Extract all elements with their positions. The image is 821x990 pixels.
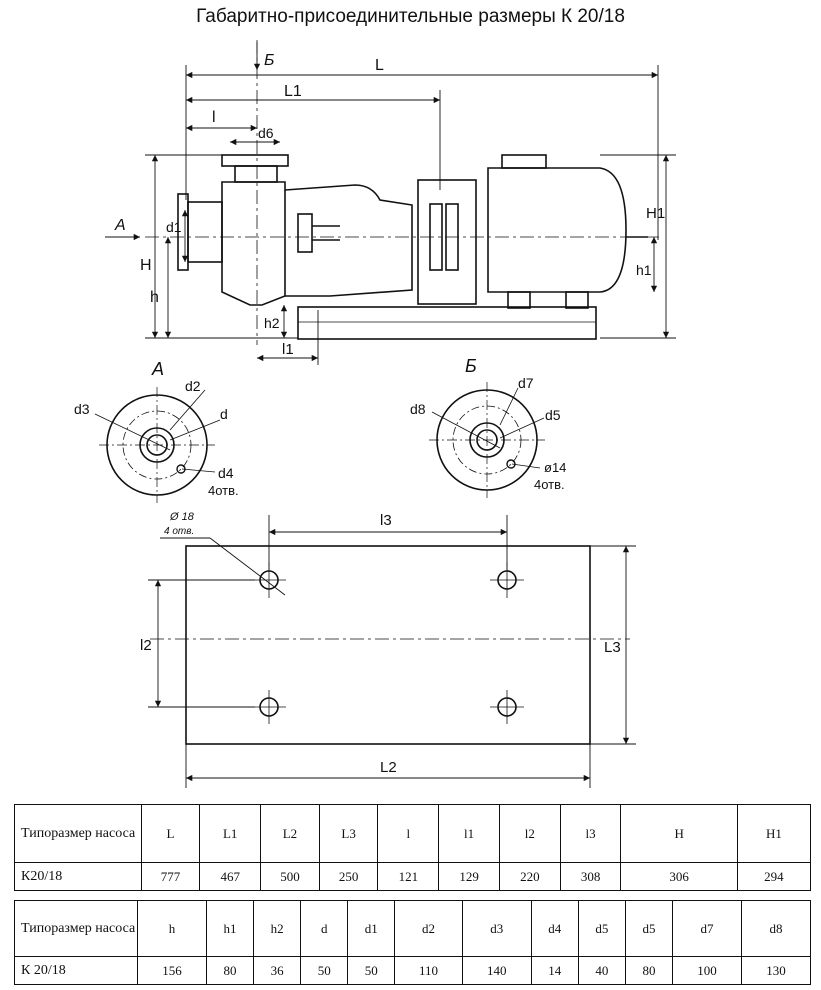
t1-cell: 129: [438, 862, 500, 891]
t2-col: h1: [205, 900, 255, 957]
dimensions-table-2: Типоразмер насоса h h1 h2 d d1 d2 d3 d4 …: [14, 900, 812, 985]
flange-view-B: [429, 382, 545, 498]
t1-col: l2: [498, 804, 561, 863]
coupling-guard: [417, 179, 477, 305]
t2-col: d: [300, 900, 349, 957]
dim-H1: H1: [646, 205, 665, 222]
dim-d5: d5: [545, 407, 561, 423]
t2-cell: К 20/18: [14, 956, 138, 985]
dim-l1: l1: [282, 341, 294, 358]
drawing-title: Габаритно-присоединительные размеры К 20…: [196, 6, 625, 27]
holes-note-A: 4отв.: [208, 483, 239, 498]
pump-side-view: [177, 154, 648, 340]
dim-l2: l2: [140, 637, 152, 654]
dim-d2: d2: [185, 378, 201, 394]
table1-head: Типоразмер насоса: [14, 804, 142, 863]
t2-col: d8: [740, 900, 812, 957]
view-arrow-A: A: [114, 217, 126, 234]
t2-cell: 100: [671, 956, 742, 985]
side-dimensions: [105, 42, 676, 365]
dim-dia14: ø14: [544, 460, 566, 475]
t1-cell: 777: [140, 862, 201, 891]
t1-cell: 121: [377, 862, 440, 891]
t1-cell: 306: [620, 862, 738, 891]
view-B-label: Б: [465, 356, 477, 376]
view-A-label: A: [151, 359, 164, 379]
drawing-canvas: L L1 l d6 Б A H h H1 h1 h2 l1 d1 A d2 d3…: [74, 40, 676, 788]
dim-L3: L3: [604, 639, 621, 656]
t2-col: d7: [671, 900, 742, 957]
t2-col: d3: [461, 900, 532, 957]
t2-col: d5: [624, 900, 673, 957]
plan-dimensions: [148, 515, 636, 788]
t2-col: h: [137, 900, 207, 957]
dim-d3: d3: [74, 401, 90, 417]
t2-cell: 80: [624, 956, 673, 985]
discharge-neck: [234, 165, 278, 183]
t1-cell: 467: [199, 862, 262, 891]
t2-cell: 80: [205, 956, 255, 985]
t1-cell: 308: [559, 862, 622, 891]
motor-body: [487, 167, 627, 293]
dim-d7: d7: [518, 375, 534, 391]
view-arrow-B: Б: [264, 52, 274, 69]
dim-H: H: [140, 257, 152, 274]
motor-terminal-box: [501, 154, 547, 169]
t2-col: d1: [347, 900, 396, 957]
t2-cell: 140: [461, 956, 532, 985]
t1-col: L3: [318, 804, 379, 863]
t1-col: L2: [260, 804, 320, 863]
flange-view-A: [99, 387, 215, 503]
t2-cell: 130: [740, 956, 812, 985]
t1-col: H: [620, 804, 738, 863]
dim-l: l: [212, 109, 216, 126]
t1-cell: 294: [736, 862, 812, 891]
bearing-bracket: [284, 184, 413, 297]
base-frame: [297, 306, 597, 340]
t1-col: L: [140, 804, 201, 863]
dim-d1: d1: [166, 219, 182, 235]
t1-col: L1: [199, 804, 262, 863]
t1-col: l3: [559, 804, 622, 863]
dim-h: h: [150, 289, 159, 306]
t1-col: H1: [736, 804, 812, 863]
dim-d6: d6: [258, 125, 274, 141]
t1-col: l1: [438, 804, 500, 863]
t2-cell: 50: [300, 956, 349, 985]
t1-cell: 500: [260, 862, 320, 891]
t2-col: d5: [577, 900, 626, 957]
t2-cell: 14: [530, 956, 579, 985]
dim-h2: h2: [264, 315, 280, 331]
dimensions-table-1: Типоразмер насоса L L1 L2 L3 l l1 l2 l3 …: [14, 804, 812, 891]
pump-casing: [221, 181, 286, 306]
t2-col: d4: [530, 900, 579, 957]
t2-cell: 40: [577, 956, 626, 985]
holes-note-B: 4отв.: [534, 477, 565, 492]
dim-dia18: Ø 18: [169, 511, 195, 523]
table2-head: Типоразмер насоса: [14, 900, 138, 957]
dim-h1: h1: [636, 262, 652, 278]
holes-note-plan: 4 отв.: [164, 526, 194, 537]
t2-cell: 50: [347, 956, 396, 985]
t2-cell: 156: [137, 956, 207, 985]
t1-cell: 220: [498, 862, 561, 891]
dim-L1: L1: [284, 83, 302, 100]
dim-d: d: [220, 406, 228, 422]
t2-cell: 36: [253, 956, 302, 985]
t1-cell: 250: [318, 862, 379, 891]
base-plate-plan: [185, 545, 591, 745]
dim-l3: l3: [380, 512, 392, 529]
t1-cell: К20/18: [14, 862, 142, 891]
discharge-flange: [221, 154, 289, 167]
t2-col: d2: [394, 900, 463, 957]
bearing-cover: [297, 213, 313, 253]
t2-col: h2: [253, 900, 302, 957]
dim-d4: d4: [218, 465, 234, 481]
dim-d8: d8: [410, 401, 426, 417]
dim-L: L: [375, 57, 384, 74]
t2-cell: 110: [394, 956, 463, 985]
mounting-holes: [252, 562, 524, 724]
dim-L2: L2: [380, 759, 397, 776]
t1-col: l: [377, 804, 440, 863]
